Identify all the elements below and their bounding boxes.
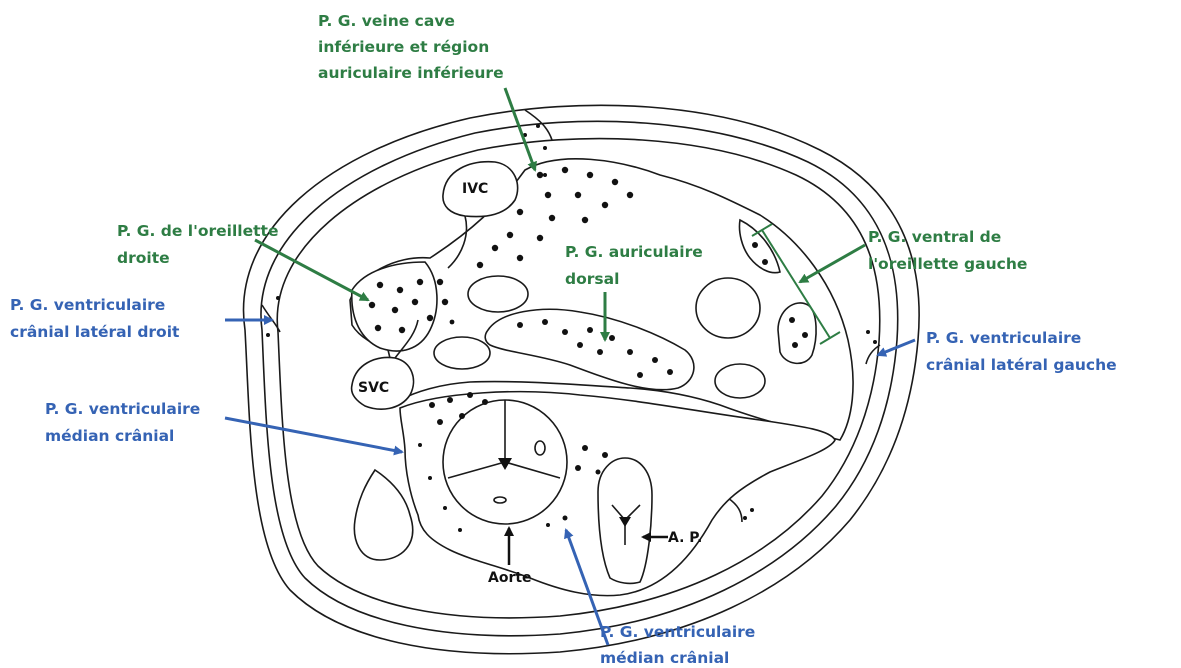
label-right-lateral-cranial-1: P. G. ventriculaire (10, 296, 165, 314)
pulmonary-vein-4 (715, 364, 765, 398)
pulmonary-vein-1 (468, 276, 528, 312)
pulmonary-vein-3 (696, 278, 760, 338)
arrow-right-atrium (255, 240, 368, 300)
left-ventricle-lobe (354, 470, 412, 560)
label-median-cranial-bottom-2: médian crânial (600, 649, 729, 667)
green-labels: P. G. veine cave inférieure et région au… (117, 12, 1027, 288)
arrow-ivc-region (505, 88, 535, 170)
left-atrium-nodule (778, 303, 816, 363)
label-median-cranial-bottom-1: P. G. ventriculaire (600, 623, 755, 641)
label-ventral-left-atrium-2: l'oreillette gauche (868, 255, 1027, 273)
label-right-atrium-1: P. G. de l'oreillette (117, 222, 278, 240)
bottom-reflection-mark (728, 498, 742, 522)
right-atrium-appendage (352, 262, 437, 351)
label-median-cranial-left-1: P. G. ventriculaire (45, 400, 200, 418)
label-right-lateral-cranial-2: crânial latéral droit (10, 323, 180, 341)
label-ivc-region-2: inférieure et région (318, 38, 489, 56)
label-left-lateral-cranial-2: crânial latéral gauche (926, 356, 1117, 374)
label-ventral-left-atrium-1: P. G. ventral de (868, 228, 1001, 246)
label-dorsal-atrial-1: P. G. auriculaire (565, 243, 703, 261)
label-right-atrium-2: droite (117, 249, 170, 267)
ventricles (354, 392, 835, 596)
label-dorsal-atrial-2: dorsal (565, 270, 619, 288)
label-pulmonary-artery: A. P. (668, 530, 702, 546)
label-ivc: IVC (462, 181, 488, 197)
label-left-lateral-cranial-1: P. G. ventriculaire (926, 329, 1081, 347)
label-ivc-region-1: P. G. veine cave (318, 12, 455, 30)
label-aorta: Aorte (488, 570, 532, 586)
label-median-cranial-left-2: médian crânial (45, 427, 174, 445)
label-svc: SVC (358, 380, 389, 396)
label-ivc-region-3: auriculaire inférieure (318, 64, 504, 82)
pulmonary-vein-2 (434, 337, 490, 369)
